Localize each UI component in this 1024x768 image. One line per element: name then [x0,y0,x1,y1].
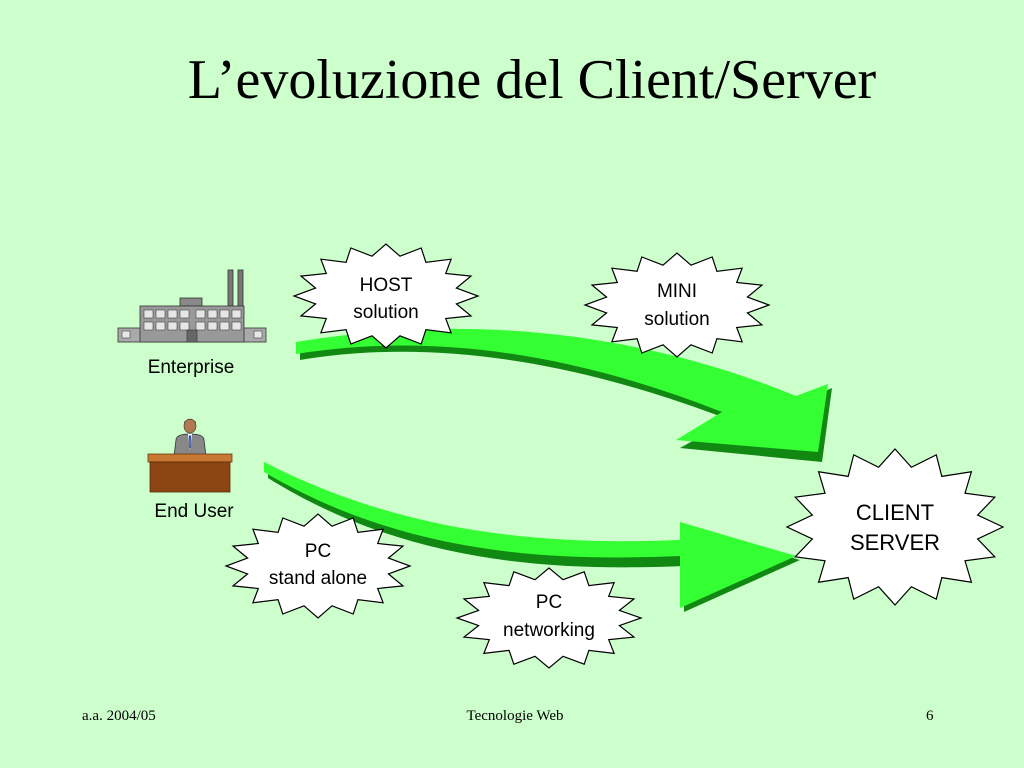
enterprise-arrow-body [296,328,828,452]
host-burst-line2: solution [353,302,419,323]
end-user-label: End User [154,501,234,522]
pc-networking-line1: PC [536,592,562,613]
client-server-burst: CLIENT SERVER [785,448,1005,606]
pc-standalone-line2: stand alone [269,568,367,589]
pc-standalone-burst: PC stand alone [224,513,412,619]
factory-icon [117,269,267,343]
client-server-burst-shape [785,448,1005,606]
footer-left: a.a. 2004/05 [82,708,156,724]
host-solution-burst: HOST solution [292,243,480,349]
mini-burst-line1: MINI [657,281,697,302]
pc-standalone-burst-shape [224,513,412,619]
desk-user-icon [147,418,233,493]
end-user-arrow-body [264,462,796,608]
mini-burst-shape [583,252,771,358]
footer-center: Tecnologie Web [466,708,564,724]
mini-burst-line2: solution [644,309,710,330]
pc-standalone-line1: PC [305,541,331,562]
end-user-arrow [264,462,800,612]
enterprise-arrow [296,328,832,462]
client-server-line1: CLIENT [856,500,934,525]
footer-page-number: 6 [926,708,934,724]
pc-networking-line2: networking [503,620,595,641]
mini-solution-burst: MINI solution [583,252,771,358]
host-burst-shape [292,243,480,349]
pc-networking-burst: PC networking [455,567,643,669]
host-burst-line1: HOST [360,275,413,296]
pc-networking-burst-shape [455,567,643,669]
client-server-line2: SERVER [850,530,940,555]
slide-title: L’evoluzione del Client/Server [187,49,877,111]
enterprise-label: Enterprise [147,357,235,378]
